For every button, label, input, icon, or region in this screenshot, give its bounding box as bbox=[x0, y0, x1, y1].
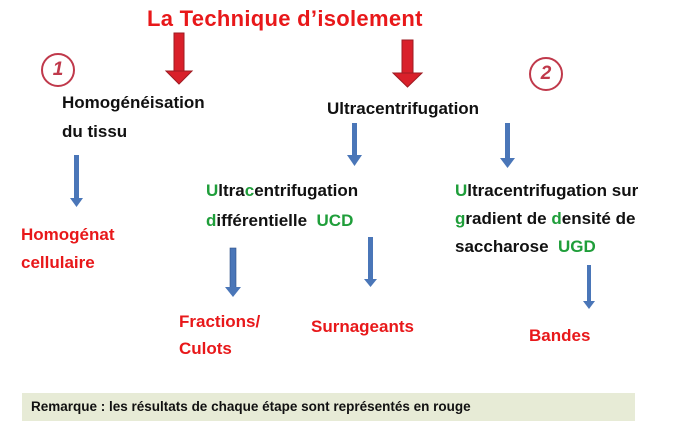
ugd-abbrev: UGD bbox=[558, 237, 596, 256]
ugd-text-ensite: ensité de bbox=[561, 209, 636, 228]
ucd-text-entrifugation: entrifugation bbox=[254, 181, 359, 200]
remark-bar bbox=[22, 393, 635, 421]
blue-arrow-surnageants bbox=[364, 237, 377, 287]
fractions-line2: Culots bbox=[179, 339, 232, 358]
ugd-initial-g: g bbox=[455, 209, 466, 228]
homogenat-line2: cellulaire bbox=[21, 253, 95, 272]
ugd-initial-u: U bbox=[455, 181, 468, 200]
blue-arrow-ucd bbox=[347, 123, 362, 166]
red-arrow-right bbox=[391, 39, 424, 88]
ucd-text-ifferentielle: ifférentielle bbox=[216, 211, 317, 230]
homogeneisation-line2: du tissu bbox=[62, 122, 128, 141]
fractions-line1: Fractions/ bbox=[179, 312, 261, 331]
ucd-text-ltra: ltra bbox=[218, 181, 245, 200]
ucd-abbrev: UCD bbox=[316, 211, 354, 230]
homogeneisation-line1: Homogénéisation bbox=[62, 93, 205, 112]
diagram-title: La Technique d’isolement bbox=[147, 6, 423, 31]
homogenat-line1: Homogénat bbox=[21, 225, 115, 244]
ugd-line3: saccharose UGD bbox=[455, 236, 638, 257]
ugd-text-ltracentrifugation: ltracentrifugation sur bbox=[467, 181, 639, 200]
blue-arrow-fractions bbox=[225, 247, 241, 297]
node-ultracentrifugation: Ultracentrifugation bbox=[327, 99, 480, 118]
result-homogenat: Homogénat cellulaire bbox=[21, 224, 115, 274]
ucd-line2: différentielle UCD bbox=[206, 210, 358, 231]
ucd-initial-d: d bbox=[206, 211, 217, 230]
ugd-initial-d: d bbox=[551, 209, 562, 228]
red-arrow-left bbox=[164, 32, 194, 85]
step-marker-2: 2 bbox=[529, 57, 563, 91]
ucd-initial-c: c bbox=[244, 181, 255, 200]
result-bandes: Bandes bbox=[529, 326, 591, 345]
remark-text: Remarque : les résultats de chaque étape… bbox=[31, 399, 471, 414]
ugd-text-radient: radient de bbox=[465, 209, 552, 228]
ucd-initial-u: U bbox=[206, 181, 219, 200]
result-fractions: Fractions/ Culots bbox=[179, 311, 260, 360]
ugd-line1: Ultracentrifugation sur bbox=[455, 180, 638, 201]
ugd-line2: gradient de densité de bbox=[455, 208, 638, 229]
node-ugd: Ultracentrifugation sur gradient de dens… bbox=[455, 180, 638, 257]
ugd-text-saccharose: saccharose bbox=[455, 237, 559, 256]
node-ucd: Ultracentrifugation différentielle UCD bbox=[206, 180, 358, 231]
blue-arrow-homogenat bbox=[70, 155, 83, 207]
ucd-line1: Ultracentrifugation bbox=[206, 180, 358, 201]
node-homogeneisation: Homogénéisation du tissu bbox=[62, 92, 205, 142]
step-marker-1: 1 bbox=[41, 53, 75, 87]
blue-arrow-bandes bbox=[583, 265, 595, 309]
blue-arrow-ugd bbox=[500, 123, 515, 168]
result-surnageants: Surnageants bbox=[311, 317, 414, 336]
